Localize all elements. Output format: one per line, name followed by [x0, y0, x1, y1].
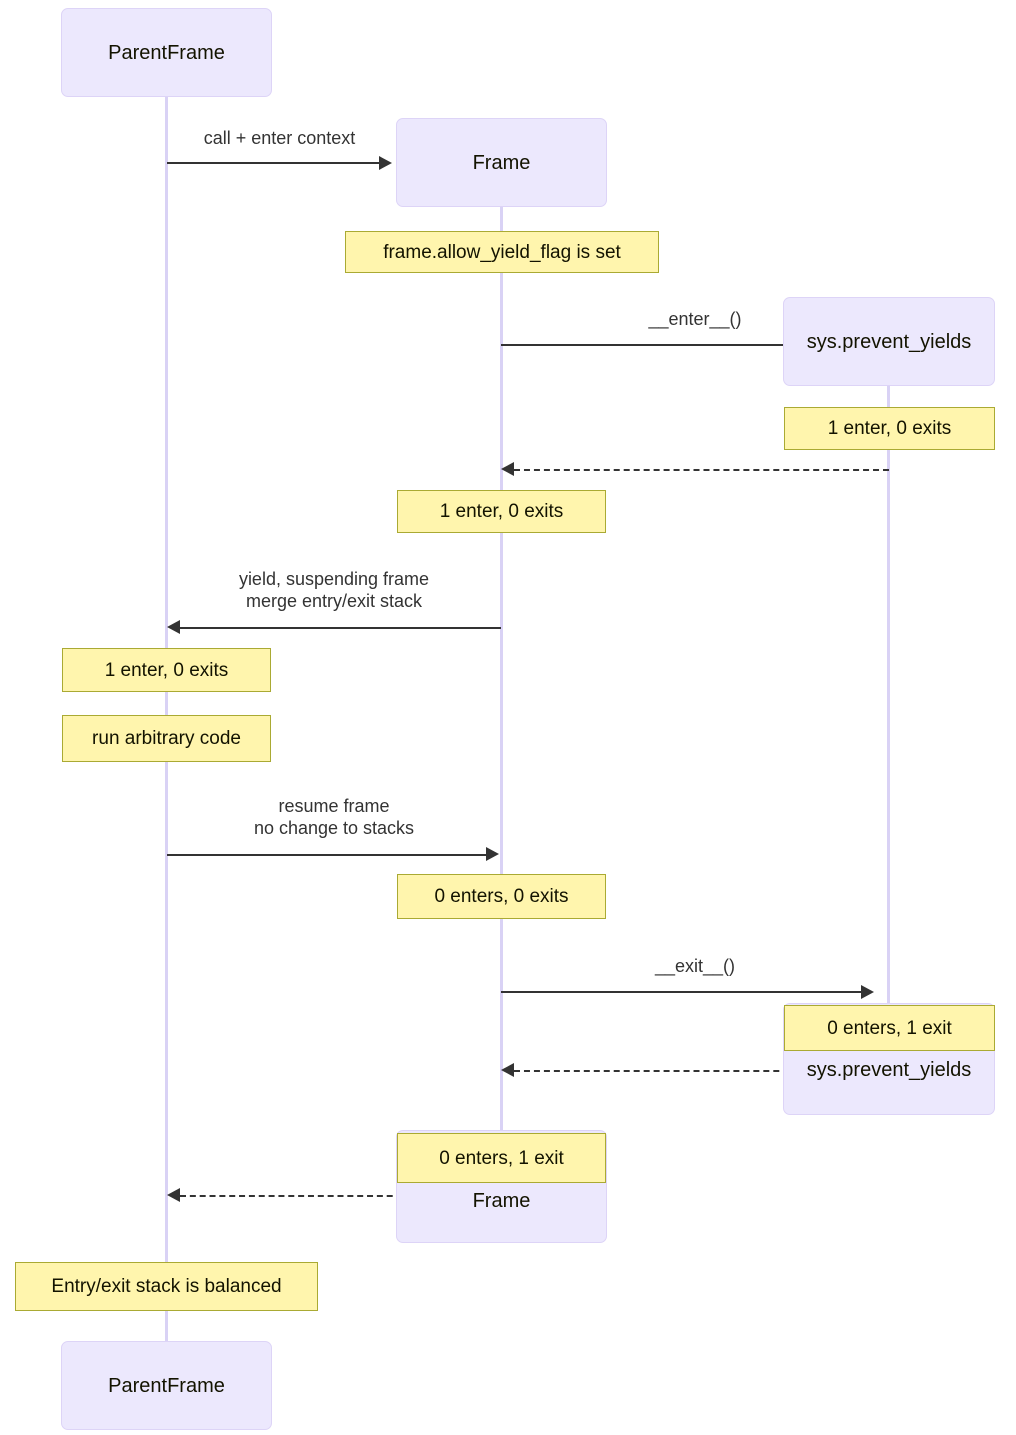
- note-label-frame-0-enters-1-exit: 0 enters, 1 exit: [439, 1147, 564, 1169]
- message-line-call-enter-context: [167, 162, 381, 164]
- lifeline-frame: [500, 206, 503, 1132]
- note-frame-1-enter-0-exits: 1 enter, 0 exits: [397, 490, 606, 533]
- message-line-yield-suspend: [180, 627, 501, 629]
- arrowhead-resume-frame: [486, 847, 499, 861]
- actor-label-parent-frame-top: ParentFrame: [108, 41, 225, 64]
- message-line-return-exit: [514, 1070, 889, 1072]
- message-line-return-enter: [514, 469, 889, 471]
- note-sys-0-enters-1-exit: 0 enters, 1 exit: [784, 1005, 995, 1051]
- message-line-enter: [501, 344, 863, 346]
- message-label-exit: __exit__(): [654, 956, 736, 976]
- note-label-frame-0-enters-0-exits: 0 enters, 0 exits: [434, 886, 569, 907]
- note-entry-exit-stack-balanced: Entry/exit stack is balanced: [15, 1262, 318, 1311]
- note-frame-0-enters-0-exits: 0 enters, 0 exits: [397, 874, 606, 919]
- note-sys-1-enter-0-exits: 1 enter, 0 exits: [784, 407, 995, 450]
- lifeline-sys-prevent-yields: [887, 385, 890, 1005]
- message-line-return-parent: [180, 1195, 501, 1197]
- note-label-sys-1-enter-0-exits: 1 enter, 0 exits: [827, 418, 952, 439]
- arrowhead-return-parent: [167, 1188, 180, 1202]
- arrowhead-return-enter: [501, 462, 514, 476]
- arrowhead-return-exit: [501, 1063, 514, 1077]
- note-label-sys-0-enters-1-exit: 0 enters, 1 exit: [827, 1017, 952, 1039]
- note-allow-yield-flag: frame.allow_yield_flag is set: [345, 231, 659, 273]
- arrowhead-exit: [861, 985, 874, 999]
- message-label-enter: __enter__(): [648, 309, 742, 329]
- message-label-yield-suspend: yield, suspending frame merge entry/exit…: [238, 569, 430, 611]
- actor-label-frame-top: Frame: [472, 151, 531, 174]
- actor-label-sys-prevent-yields-top: sys.prevent_yields: [806, 330, 972, 353]
- message-line-exit: [501, 991, 863, 993]
- actor-box-sys-prevent-yields-top[interactable]: sys.prevent_yields: [783, 297, 995, 386]
- note-run-arbitrary-code: run arbitrary code: [62, 715, 271, 762]
- note-label-allow-yield-flag: frame.allow_yield_flag is set: [383, 241, 621, 263]
- actor-box-parent-frame-bottom[interactable]: ParentFrame: [61, 1341, 272, 1430]
- arrowhead-yield-suspend: [167, 620, 180, 634]
- actor-label-sys-prevent-yields-bottom: sys.prevent_yields: [806, 1059, 972, 1081]
- actor-label-parent-frame-bottom: ParentFrame: [108, 1374, 225, 1397]
- note-label-entry-exit-stack-balanced: Entry/exit stack is balanced: [51, 1276, 282, 1297]
- note-label-run-arbitrary-code: run arbitrary code: [92, 728, 241, 749]
- note-label-frame-1-enter-0-exits: 1 enter, 0 exits: [439, 501, 564, 522]
- actor-label-frame-bottom: Frame: [472, 1190, 531, 1212]
- note-parent-1-enter-0-exits: 1 enter, 0 exits: [62, 648, 271, 692]
- actor-box-parent-frame-top[interactable]: ParentFrame: [61, 8, 272, 97]
- actor-box-frame-top[interactable]: Frame: [396, 118, 607, 207]
- message-label-resume-frame: resume frame no change to stacks: [253, 796, 415, 838]
- message-line-resume-frame: [167, 854, 488, 856]
- arrowhead-call-enter-context: [379, 156, 392, 170]
- note-frame-0-enters-1-exit: 0 enters, 1 exit: [397, 1133, 606, 1183]
- message-label-call-enter-context: call + enter context: [203, 128, 356, 148]
- note-label-parent-1-enter-0-exits: 1 enter, 0 exits: [104, 659, 229, 681]
